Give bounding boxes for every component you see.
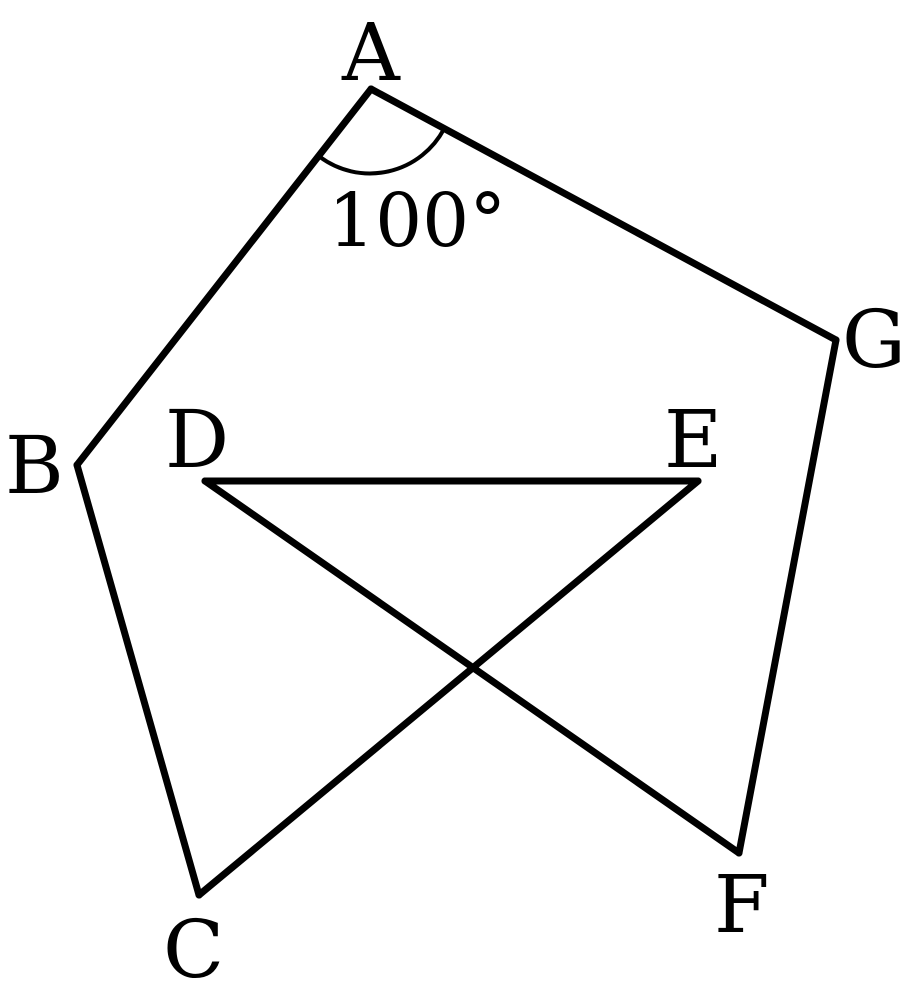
label-point-a: A xyxy=(341,6,401,99)
segment-ce xyxy=(195,477,702,899)
label-point-b: B xyxy=(5,419,64,512)
label-point-e: E xyxy=(664,393,722,486)
segment-df xyxy=(201,477,743,857)
angle-measure-a: 100° xyxy=(328,178,506,264)
label-point-d: D xyxy=(165,393,229,486)
segment-ab xyxy=(73,85,375,469)
label-point-c: C xyxy=(163,903,224,996)
segment-fg xyxy=(735,336,840,857)
label-point-g: G xyxy=(842,293,906,386)
segment-ga xyxy=(367,85,840,344)
segment-bc xyxy=(73,461,203,899)
angle-arc-a xyxy=(318,128,446,176)
label-point-f: F xyxy=(714,858,770,951)
